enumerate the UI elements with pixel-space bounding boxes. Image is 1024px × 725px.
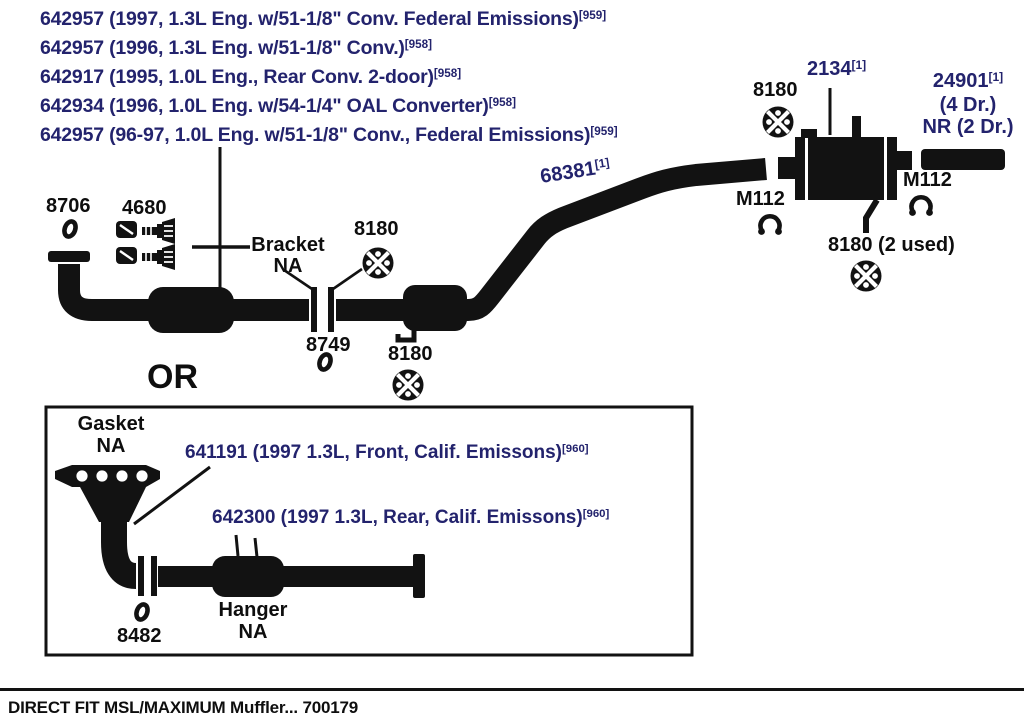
alt-box-border [44,405,694,657]
rear-end-flange [413,554,425,598]
clamp-m112-icon [909,197,933,216]
head-flange [48,251,90,262]
label-8180-top: 8180 [753,79,798,101]
leader-lines [192,88,832,293]
label-642300: 642300 (1997 1.3L, Rear, Calif. Emissons… [212,507,610,528]
part-line: 642934 (1996, 1.0L Eng. w/54-1/4" OAL Co… [40,95,517,117]
converter-bulge [403,285,467,331]
joint-flange-bar [149,554,159,598]
bracket-leader [283,268,316,293]
muffler-inlet-stub [778,157,797,179]
label-gasket-na: Gasket NA [77,413,145,457]
joint-flange-bar [309,285,319,334]
oring-8706-icon [62,220,77,238]
label-bracket-na: Bracket NA [251,234,325,277]
tailpipe [921,149,1005,170]
part-line: 642957 (1997, 1.3L Eng. w/51-1/8" Conv. … [40,8,607,30]
joint-flange-bar [136,554,146,598]
label-hanger-na: Hanger NA [218,599,288,643]
rear-pipe [158,566,415,587]
hardware-4680-icons [116,218,175,270]
label-m112-left: M112 [736,188,785,210]
clamp-m112-icon [758,216,782,235]
part-line: 642917 (1995, 1.0L Eng., Rear Conv. 2-do… [40,66,462,88]
flange-gasket-8180-icon [851,261,882,292]
part-line: 642957 (1996, 1.3L Eng. w/51-1/8" Conv.)… [40,37,432,59]
part-line: 642957 (96-97, 1.0L Eng. w/51-1/8" Conv.… [40,124,618,146]
downpipe-bell [80,487,146,522]
joint-flange-bar [326,285,336,334]
label-8180-mid: 8180 [354,218,399,240]
hanger-rod [395,328,417,343]
flange-gasket-8180-icon [763,107,794,138]
muffler-outlet-stub [897,151,912,170]
muffler [795,116,897,200]
label-or: OR [147,358,198,396]
bolt-icon [142,244,175,270]
footer-caption: DIRECT FIT MSL/MAXIMUM Muffler... 700179 [8,698,358,717]
bolt-icon [142,218,175,244]
front-resonator [148,287,234,333]
muffler-hanger-rod [863,198,880,233]
rear-converter [212,556,284,597]
gasket-leader [332,267,363,291]
flange-gasket-8180-icon [363,248,394,279]
intermediate-pipe [332,158,767,321]
label-m112-right: M112 [903,169,952,191]
rear-pipe-leaders [234,534,259,558]
downpipe-elbow [101,516,138,589]
label-24901-block: 24901[1] (4 Dr.) NR (2 Dr.) [922,70,1014,138]
flange-gasket-8180-icon [393,370,424,401]
label-8482: 8482 [117,625,162,647]
label-2134: 2134[1] [807,58,867,80]
footer-rule [0,688,1024,691]
front-pipe [58,264,314,321]
label-8180-2used: 8180 (2 used) [828,234,955,256]
label-8706: 8706 [46,195,91,217]
label-8749: 8749 [306,334,351,356]
alt-box-art [55,465,425,598]
part-number-list: 642957 (1997, 1.3L Eng. w/51-1/8" Conv. … [40,6,618,151]
label-641191: 641191 (1997 1.3L, Front, Calif. Emisson… [185,442,589,463]
main-exhaust-pipes [48,116,1005,343]
front-pipe-leader [133,465,211,526]
label-4680: 4680 [122,197,167,219]
label-8180-lower: 8180 [388,343,433,365]
